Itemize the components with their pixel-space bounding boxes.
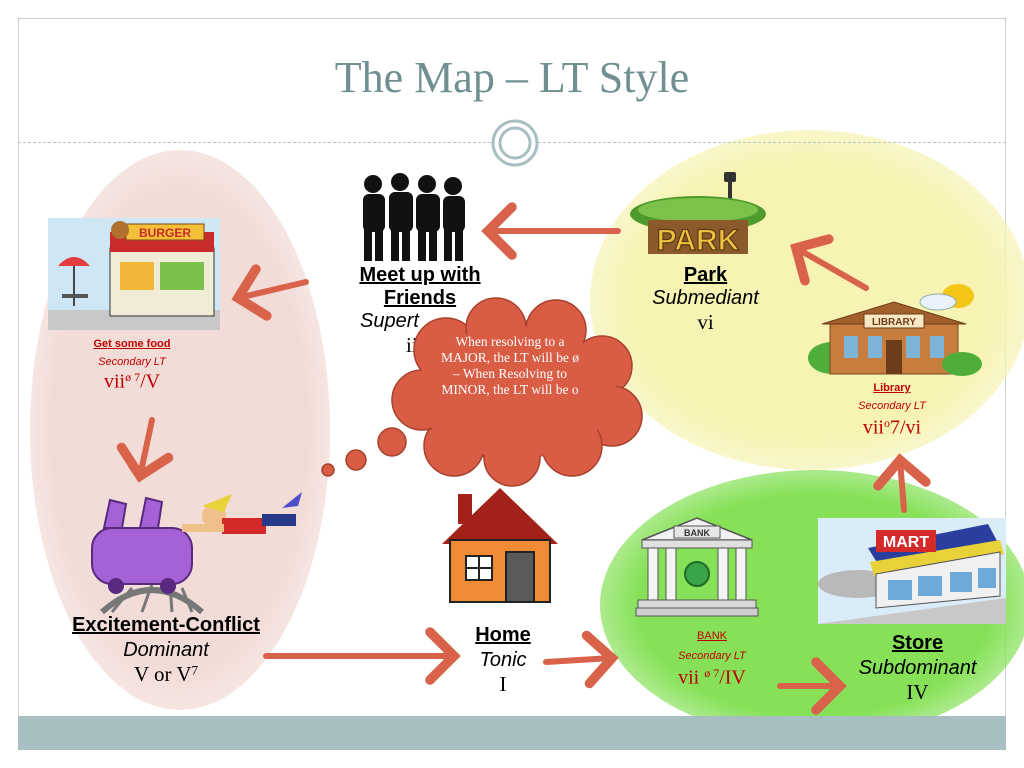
bank-chord-main: vii — [678, 666, 705, 689]
roller-coaster-icon — [91, 492, 302, 615]
bottom-bar — [18, 716, 1006, 750]
thought-cloud — [321, 297, 643, 487]
park-role: Submediant — [652, 287, 759, 309]
library-sign-text: LIBRARY — [872, 317, 916, 328]
burger-role: Secondary LT — [98, 356, 166, 368]
meetup-role: Supert — [360, 310, 419, 332]
library-icon: LIBRARY — [808, 284, 982, 376]
arrow-library-to-park — [790, 234, 869, 291]
bank-role: Secondary LT — [678, 650, 746, 662]
home-role: Tonic — [479, 649, 527, 671]
cloud-text: When resolving to a MAJOR, the LT will b… — [440, 334, 579, 397]
park-chord: vi — [697, 310, 714, 334]
arrow-friends-to-burger — [231, 264, 309, 321]
burger-chord-tail: /V — [140, 370, 161, 393]
library-chord: viio7/vi — [822, 416, 962, 439]
excitement-chord-sup: 7 — [191, 662, 199, 678]
burger-chord: viiø 7/V — [62, 370, 202, 393]
library-label: Library — [873, 382, 911, 394]
home-node: Home Tonic I — [450, 624, 556, 697]
bank-label: BANK — [697, 630, 727, 642]
park-sign-icon: PARK — [630, 172, 766, 258]
excitement-chord-main: V or V — [133, 662, 192, 686]
excitement-chord: V or V7 — [40, 662, 292, 687]
divider-circle-icon — [491, 119, 539, 167]
bank-sign-text: BANK — [684, 528, 710, 538]
burger-sign-text: BURGER — [139, 226, 191, 240]
park-label: Park — [683, 264, 728, 286]
library-chord-tail: 7/vi — [890, 416, 922, 439]
meetup-label-2: Friends — [383, 287, 457, 309]
burger-label: Get some food — [93, 338, 171, 350]
home-label: Home — [475, 624, 531, 646]
park-sign-text: PARK — [657, 224, 740, 257]
excitement-node: Excitement-Conflict Dominant V or V7 — [40, 614, 292, 687]
home-chord: I — [499, 672, 507, 696]
mart-sign-text: MART — [883, 534, 929, 551]
store-node: Store Subdominant IV — [840, 632, 995, 705]
slide-title: The Map – LT Style — [334, 53, 690, 102]
library-node: Library Secondary LT viio7/vi — [822, 382, 962, 439]
burger-shop-icon: BURGER — [48, 218, 220, 330]
home-icon — [442, 488, 558, 603]
arrow-burger-to-excitement — [116, 417, 174, 483]
library-chord-sup: o — [884, 416, 890, 430]
meetup-node: Meet up with Friends Supert ii⁶ — [330, 264, 510, 358]
park-node: Park Submediant vi — [618, 264, 793, 335]
burger-chord-sup: ø 7 — [125, 370, 141, 384]
bank-chord-tail: /IV — [719, 666, 746, 689]
excitement-role: Dominant — [123, 639, 209, 661]
arrow-store-to-library — [873, 453, 931, 513]
bank-chord-sup: ø 7 — [704, 666, 720, 680]
store-role: Subdominant — [858, 657, 977, 679]
library-role: Secondary LT — [858, 400, 926, 412]
arrow-home-to-bank — [543, 630, 619, 689]
friends-silhouette-icon — [363, 173, 465, 261]
excitement-label: Excitement-Conflict — [72, 614, 260, 636]
store-chord: IV — [906, 680, 929, 704]
bank-chord: vii ø 7/IV — [642, 666, 782, 689]
store-label: Store — [891, 632, 944, 654]
library-chord-main: vii — [862, 416, 884, 439]
bank-node: BANK Secondary LT vii ø 7/IV — [642, 630, 782, 689]
burger-chord-main: vii — [103, 370, 126, 393]
bank-icon: BANK — [635, 517, 759, 617]
mart-store-icon: MART — [818, 518, 1006, 624]
meetup-label: Meet up with — [359, 264, 481, 286]
burger-node: Get some food Secondary LT viiø 7/V — [62, 338, 202, 393]
